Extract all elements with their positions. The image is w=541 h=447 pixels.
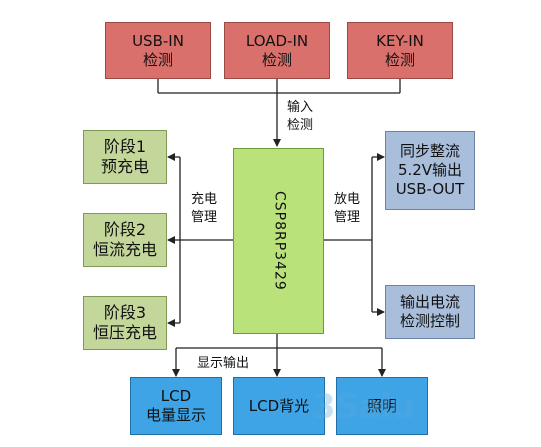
discharge-management-label: 放电 管理: [334, 191, 360, 226]
lcd-battery-subtitle: 电量显示: [145, 406, 206, 424]
charge-management-label: 充电 管理: [191, 191, 217, 226]
usb-in-detect-box: USB-IN 检测: [105, 22, 211, 79]
discharge-management-line1: 放电: [334, 192, 361, 207]
lcd-battery-title: LCD: [160, 387, 192, 406]
key-in-detect-box: KEY-IN 检测: [347, 22, 453, 79]
output2-line2: 检测控制: [399, 312, 460, 330]
usb-in-title: USB-IN: [132, 31, 184, 50]
lcd-backlight-title: LCD背光: [248, 396, 310, 415]
stage3-title: 阶段3: [103, 303, 147, 322]
charge-management-line2: 管理: [191, 209, 218, 225]
input-detect-label-line2: 检测: [287, 117, 314, 133]
usb-in-subtitle: 检测: [142, 50, 173, 69]
stage2-title: 阶段2: [103, 220, 147, 239]
output1-line2: 5.2V输出: [397, 161, 463, 180]
charge-management-line1: 充电: [191, 192, 218, 207]
output-current-detect-box: 输出电流 检测控制: [385, 285, 475, 339]
output2-line1: 输出电流: [399, 293, 460, 312]
discharge-management-line2: 管理: [334, 209, 361, 225]
load-in-subtitle: 检测: [261, 50, 292, 69]
stage2-subtitle: 恒流充电: [92, 240, 157, 259]
display-output-label: 显示输出: [197, 356, 250, 371]
chip-block: CSP8RP3429: [233, 148, 324, 334]
stage2-constant-current-box: 阶段2 恒流充电: [83, 213, 167, 267]
key-in-subtitle: 检测: [384, 50, 415, 69]
output1-line3: USB-OUT: [395, 179, 465, 198]
watermark-logo: 3Salu: [312, 387, 415, 427]
stage3-constant-voltage-box: 阶段3 恒压充电: [83, 296, 167, 350]
stage3-subtitle: 恒压充电: [92, 323, 157, 342]
lighting-box: 照明: [336, 377, 428, 435]
stage1-subtitle: 预充电: [100, 157, 149, 176]
load-in-detect-box: LOAD-IN 检测: [224, 22, 330, 79]
sync-rectifier-output-box: 同步整流 5.2V输出 USB-OUT: [385, 131, 475, 210]
chip-label: CSP8RP3429: [271, 191, 288, 291]
stage1-title: 阶段1: [103, 137, 147, 156]
load-in-title: LOAD-IN: [245, 31, 309, 50]
input-detect-label-line1: 输入: [287, 100, 314, 115]
input-detect-label: 输入 检测: [287, 99, 313, 134]
key-in-title: KEY-IN: [376, 31, 424, 50]
output1-line1: 同步整流: [399, 142, 460, 161]
stage1-precharge-box: 阶段1 预充电: [83, 130, 167, 184]
lcd-backlight-box: LCD背光: [233, 377, 325, 435]
lcd-battery-display-box: LCD 电量显示: [130, 377, 222, 435]
lighting-title: 照明: [366, 396, 397, 415]
